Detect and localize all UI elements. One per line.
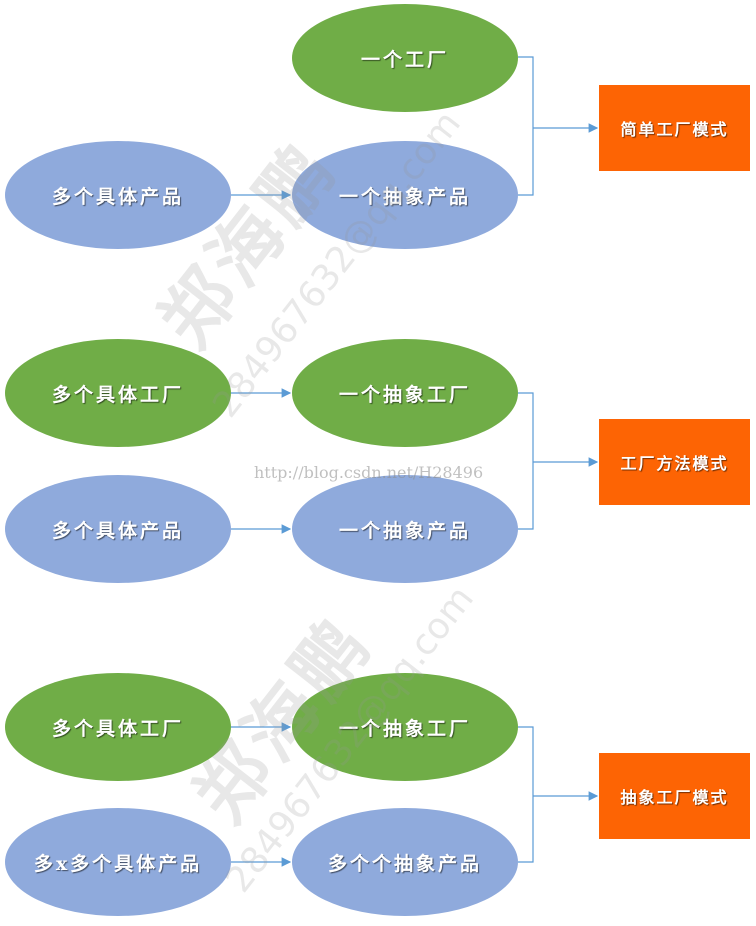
node-s1-one-factory: 一个工厂 [292,4,518,112]
node-s2-abstract-factory: 一个抽象工厂 [292,339,518,447]
node-s2-abstract-product: 一个抽象产品 [292,475,518,583]
result-simple-factory: 简单工厂模式 [599,85,750,171]
result-abstract-factory: 抽象工厂模式 [599,753,750,839]
bracket-s1 [518,56,534,196]
node-s1-concrete-products: 多个具体产品 [5,141,231,249]
node-s2-concrete-factories: 多个具体工厂 [5,339,231,447]
node-s3-abstract-factory: 一个抽象工厂 [292,673,518,781]
node-s3-abstract-products: 多个个抽象产品 [292,808,518,916]
node-s2-concrete-products: 多个具体产品 [5,475,231,583]
result-factory-method: 工厂方法模式 [599,419,750,505]
node-s3-concrete-factories: 多个具体工厂 [5,673,231,781]
bracket-s3 [518,726,534,863]
bracket-s2 [518,392,534,530]
node-s1-abstract-product: 一个抽象产品 [292,141,518,249]
node-s3-concrete-products: 多x多个具体产品 [5,808,231,916]
